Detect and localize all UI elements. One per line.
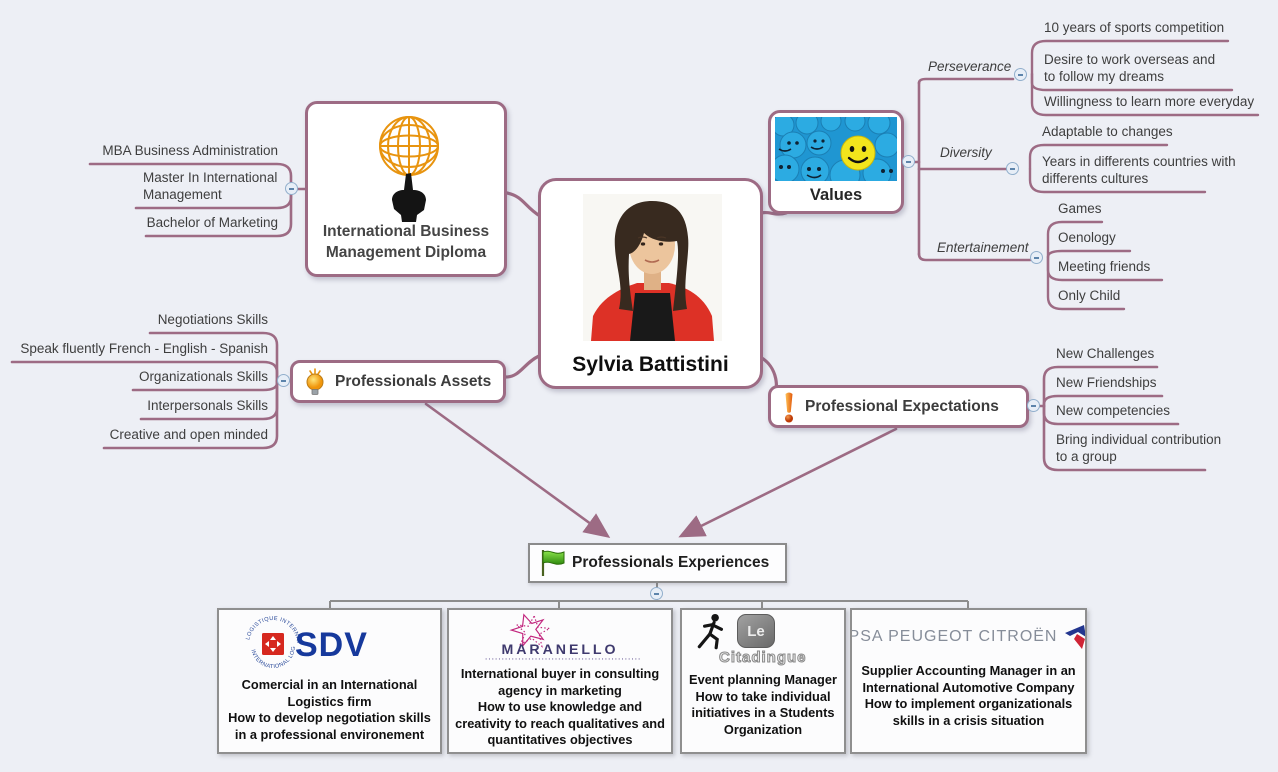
diploma-item[interactable]: MBA Business Administration — [102, 143, 278, 159]
assets-item[interactable]: Negotiations Skills — [157, 312, 268, 328]
topic-diploma[interactable]: International Business Management Diplom… — [305, 101, 507, 277]
assets-title: Professionals Assets — [335, 372, 492, 390]
running-man-icon — [697, 613, 723, 650]
job-role: Supplier Accounting Manager in an Intern… — [861, 663, 1076, 695]
diploma-item[interactable]: Master In International Management — [143, 169, 278, 203]
exclamation-icon — [785, 392, 793, 422]
lightbulb-icon — [306, 367, 324, 395]
topic-experiences[interactable]: Professionals Experiences — [528, 543, 787, 583]
collapse-toggle-diversity[interactable] — [1006, 162, 1019, 175]
values-item[interactable]: Games — [1058, 201, 1102, 217]
central-name: Sylvia Battistini — [572, 353, 729, 376]
values-item[interactable]: 10 years of sports competition — [1044, 20, 1225, 36]
values-item[interactable]: Willingness to learn more everyday — [1044, 94, 1255, 110]
maranello-wordmark: MARANELLO — [502, 642, 619, 658]
assets-item[interactable]: Speak fluently French - English - Spanis… — [20, 341, 268, 357]
collapse-toggle-experiences[interactable] — [650, 587, 663, 600]
assets-item[interactable]: Creative and open minded — [109, 427, 268, 443]
experience-card-sdv[interactable]: LOGISTIQUE INTERNATIONALE INTERNATIONAL … — [217, 608, 442, 754]
maranello-logo: MARANELLO — [485, 613, 641, 660]
values-item[interactable]: Desire to work overseas and to follow my… — [1044, 51, 1216, 85]
topic-assets[interactable]: Professionals Assets — [290, 360, 506, 403]
psa-wordmark: PSA PEUGEOT CITROËN — [850, 628, 1058, 645]
citadingue-logo: Le Citadingue — [685, 613, 841, 670]
sdv-logo: LOGISTIQUE INTERNATIONALE INTERNATIONAL … — [235, 613, 368, 670]
values-item[interactable]: Years in differents countries with diffe… — [1042, 153, 1236, 187]
values-group-label[interactable]: Diversity — [940, 145, 992, 161]
psa-logo: PSA PEUGEOT CITROËN — [850, 613, 1085, 661]
psa-emblem-icon — [1065, 625, 1085, 649]
experience-card-citadingue[interactable]: Le Citadingue Event planning Manager How… — [680, 608, 846, 754]
flag-icon — [541, 550, 565, 576]
sdv-wordmark: SDV — [295, 626, 368, 664]
values-title: Values — [809, 186, 863, 204]
collapse-toggle-assets[interactable] — [277, 374, 290, 387]
job-lesson: How to use knowledge and creativity to r… — [455, 699, 665, 748]
globe-hand-icon — [379, 116, 439, 222]
job-role: Event planning Manager — [689, 672, 837, 687]
topic-central[interactable]: Sylvia Battistini — [538, 178, 763, 389]
citadingue-badge: Le — [737, 614, 775, 648]
diploma-title: International Business Management Diplom… — [322, 223, 490, 262]
collapse-toggle-entertainement[interactable] — [1030, 251, 1043, 264]
job-role: Comercial in an International Logistics … — [241, 677, 418, 709]
collapse-toggle-expectations[interactable] — [1027, 399, 1040, 412]
diploma-item[interactable]: Bachelor of Marketing — [146, 215, 278, 231]
experiences-title: Professionals Experiences — [572, 554, 770, 571]
assets-item[interactable]: Interpersonals Skills — [147, 398, 268, 414]
collapse-toggle-perseverance[interactable] — [1014, 68, 1027, 81]
values-item[interactable]: Meeting friends — [1058, 259, 1151, 275]
collapse-toggle-diploma[interactable] — [285, 182, 298, 195]
expectations-item[interactable]: Bring individual contribution to a group — [1056, 431, 1222, 465]
portrait-photo — [583, 194, 722, 341]
values-group-label[interactable]: Entertainement — [937, 240, 1029, 256]
experience-card-psa[interactable]: PSA PEUGEOT CITROËN Supplier Accounting … — [850, 608, 1087, 754]
job-lesson: How to take individual initiatives in a … — [691, 688, 835, 737]
topic-expectations[interactable]: Professional Expectations — [768, 385, 1029, 428]
collapse-toggle-values[interactable] — [902, 155, 915, 168]
expectations-item[interactable]: New Challenges — [1056, 346, 1155, 362]
values-image — [775, 117, 897, 181]
values-group-label[interactable]: Perseverance — [928, 59, 1012, 75]
topic-values[interactable]: Values — [768, 110, 904, 214]
job-lesson: How to develop negotiation skills in a p… — [228, 710, 431, 742]
expectations-title: Professional Expectations — [805, 397, 999, 415]
expectations-item[interactable]: New Friendships — [1056, 375, 1157, 391]
values-item[interactable]: Adaptable to changes — [1042, 124, 1173, 140]
job-role: International buyer in consulting agency… — [460, 665, 660, 698]
experience-card-maranello[interactable]: MARANELLO International buyer in consult… — [447, 608, 673, 754]
values-item[interactable]: Only Child — [1058, 288, 1121, 304]
job-lesson: How to implement organizationals skills … — [864, 696, 1073, 728]
assets-item[interactable]: Organizationals Skills — [138, 369, 268, 385]
expectations-item[interactable]: New competencies — [1056, 403, 1171, 419]
citadingue-wordmark: Citadingue — [719, 649, 807, 667]
values-item[interactable]: Oenology — [1058, 230, 1116, 246]
